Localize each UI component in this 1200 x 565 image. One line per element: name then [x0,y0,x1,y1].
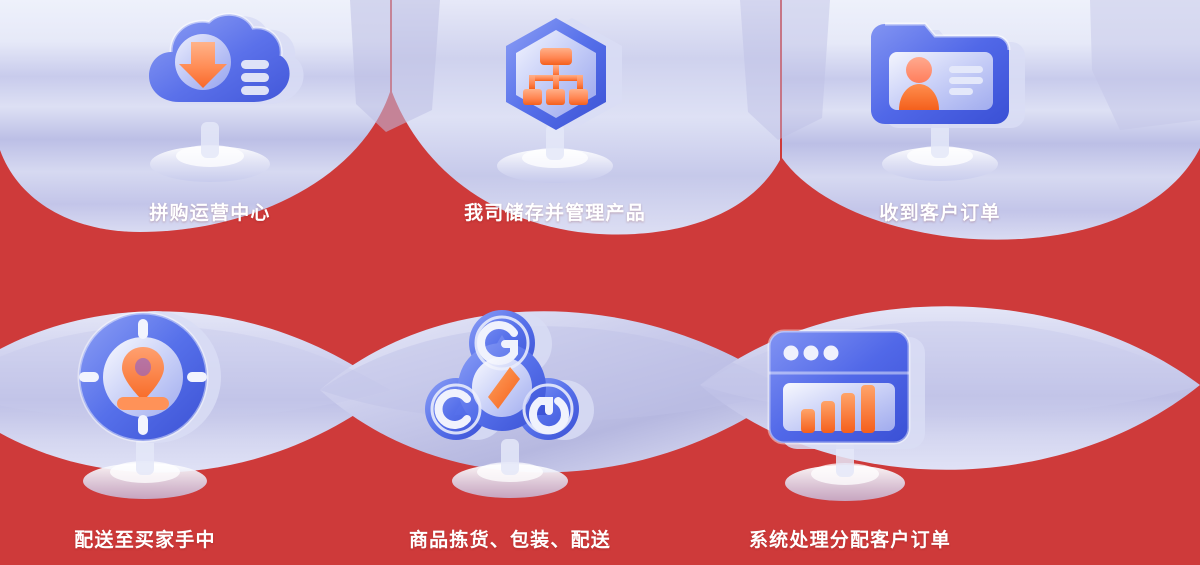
process-nodes-icon [410,295,610,515]
row1-arch-shapes [0,0,1200,240]
step-label: 收到客户订单 [879,203,1001,224]
step-label: 系统处理分配客户订单 [748,530,951,551]
cloud-download-icon [115,4,305,194]
hexagon-hierarchy-icon [460,4,650,194]
step-label: 配送至买家手中 [74,530,216,551]
step-label: 我司储存并管理产品 [464,203,646,224]
step-label: 拼购运营中心 [149,203,271,224]
step-label: 商品拣货、包装、配送 [408,530,611,551]
folder-contact-icon [845,4,1035,194]
browser-chart-icon [745,295,955,515]
location-compass-icon [45,295,245,515]
